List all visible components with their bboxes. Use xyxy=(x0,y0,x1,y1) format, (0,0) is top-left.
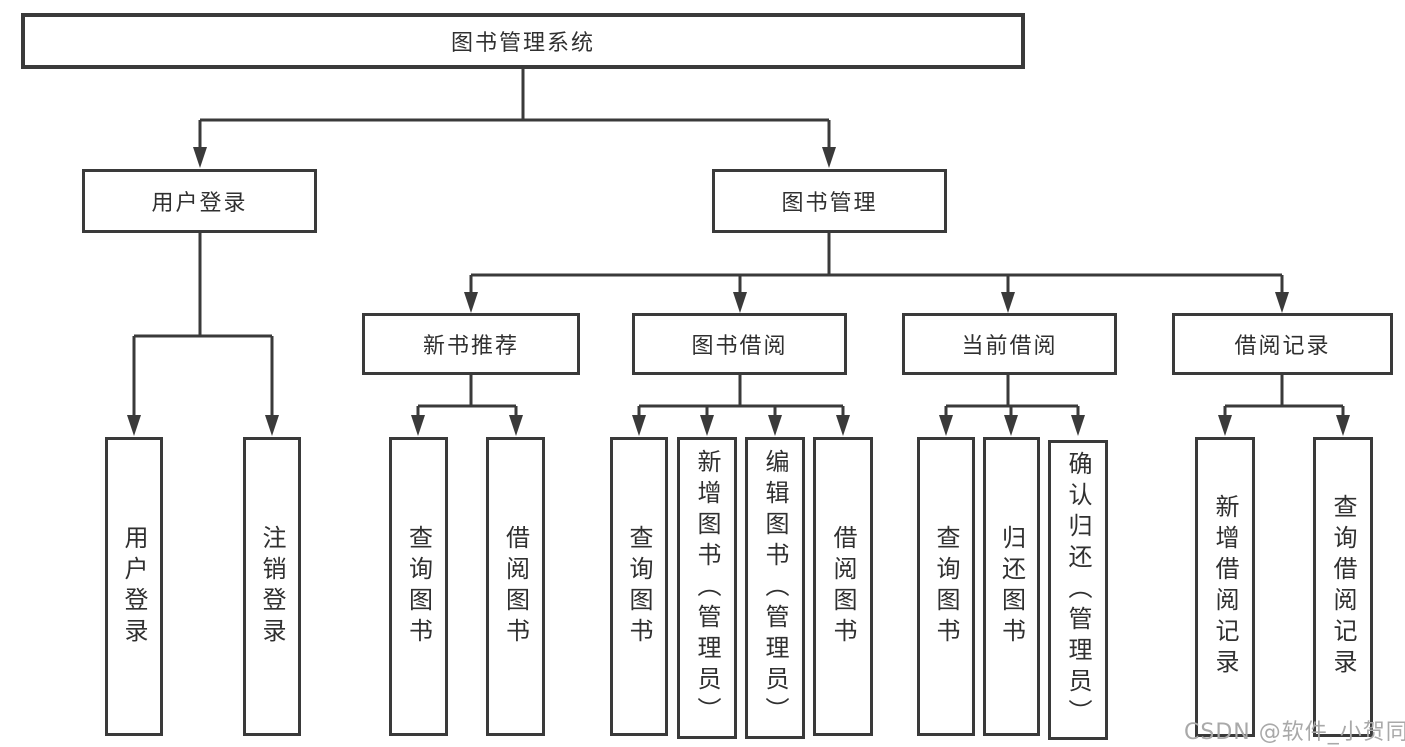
node-library-management-system: 图书管理系统 xyxy=(21,13,1025,69)
leaf-add-books-admin: 新增图书（管理员） xyxy=(677,437,737,739)
node-user-login: 用户登录 xyxy=(82,169,317,233)
leaf-query-books-borrowing: 查询图书 xyxy=(610,437,668,736)
leaf-borrow-books-borrowing: 借阅图书 xyxy=(813,437,873,736)
node-borrowing-records: 借阅记录 xyxy=(1172,313,1393,375)
node-new-book-recommendation: 新书推荐 xyxy=(362,313,580,375)
node-book-management: 图书管理 xyxy=(712,169,947,233)
leaf-confirm-return-admin: 确认归还（管理员） xyxy=(1048,440,1108,740)
leaf-borrow-books-recommendation: 借阅图书 xyxy=(486,437,545,736)
leaf-query-borrow-record: 查询借阅记录 xyxy=(1313,437,1373,737)
leaf-logout: 注销登录 xyxy=(243,437,301,736)
leaf-return-books: 归还图书 xyxy=(983,437,1040,736)
leaf-user-login: 用户登录 xyxy=(105,437,163,736)
leaf-edit-books-admin: 编辑图书（管理员） xyxy=(745,437,805,739)
csdn-watermark: CSDN @软件_小贺同学 xyxy=(1184,720,1405,745)
leaf-query-books-recommendation: 查询图书 xyxy=(389,437,448,736)
leaf-add-borrow-record: 新增借阅记录 xyxy=(1195,437,1255,737)
node-book-borrowing: 图书借阅 xyxy=(632,313,847,375)
leaf-query-books-current: 查询图书 xyxy=(917,437,975,736)
node-current-borrowing: 当前借阅 xyxy=(902,313,1117,375)
